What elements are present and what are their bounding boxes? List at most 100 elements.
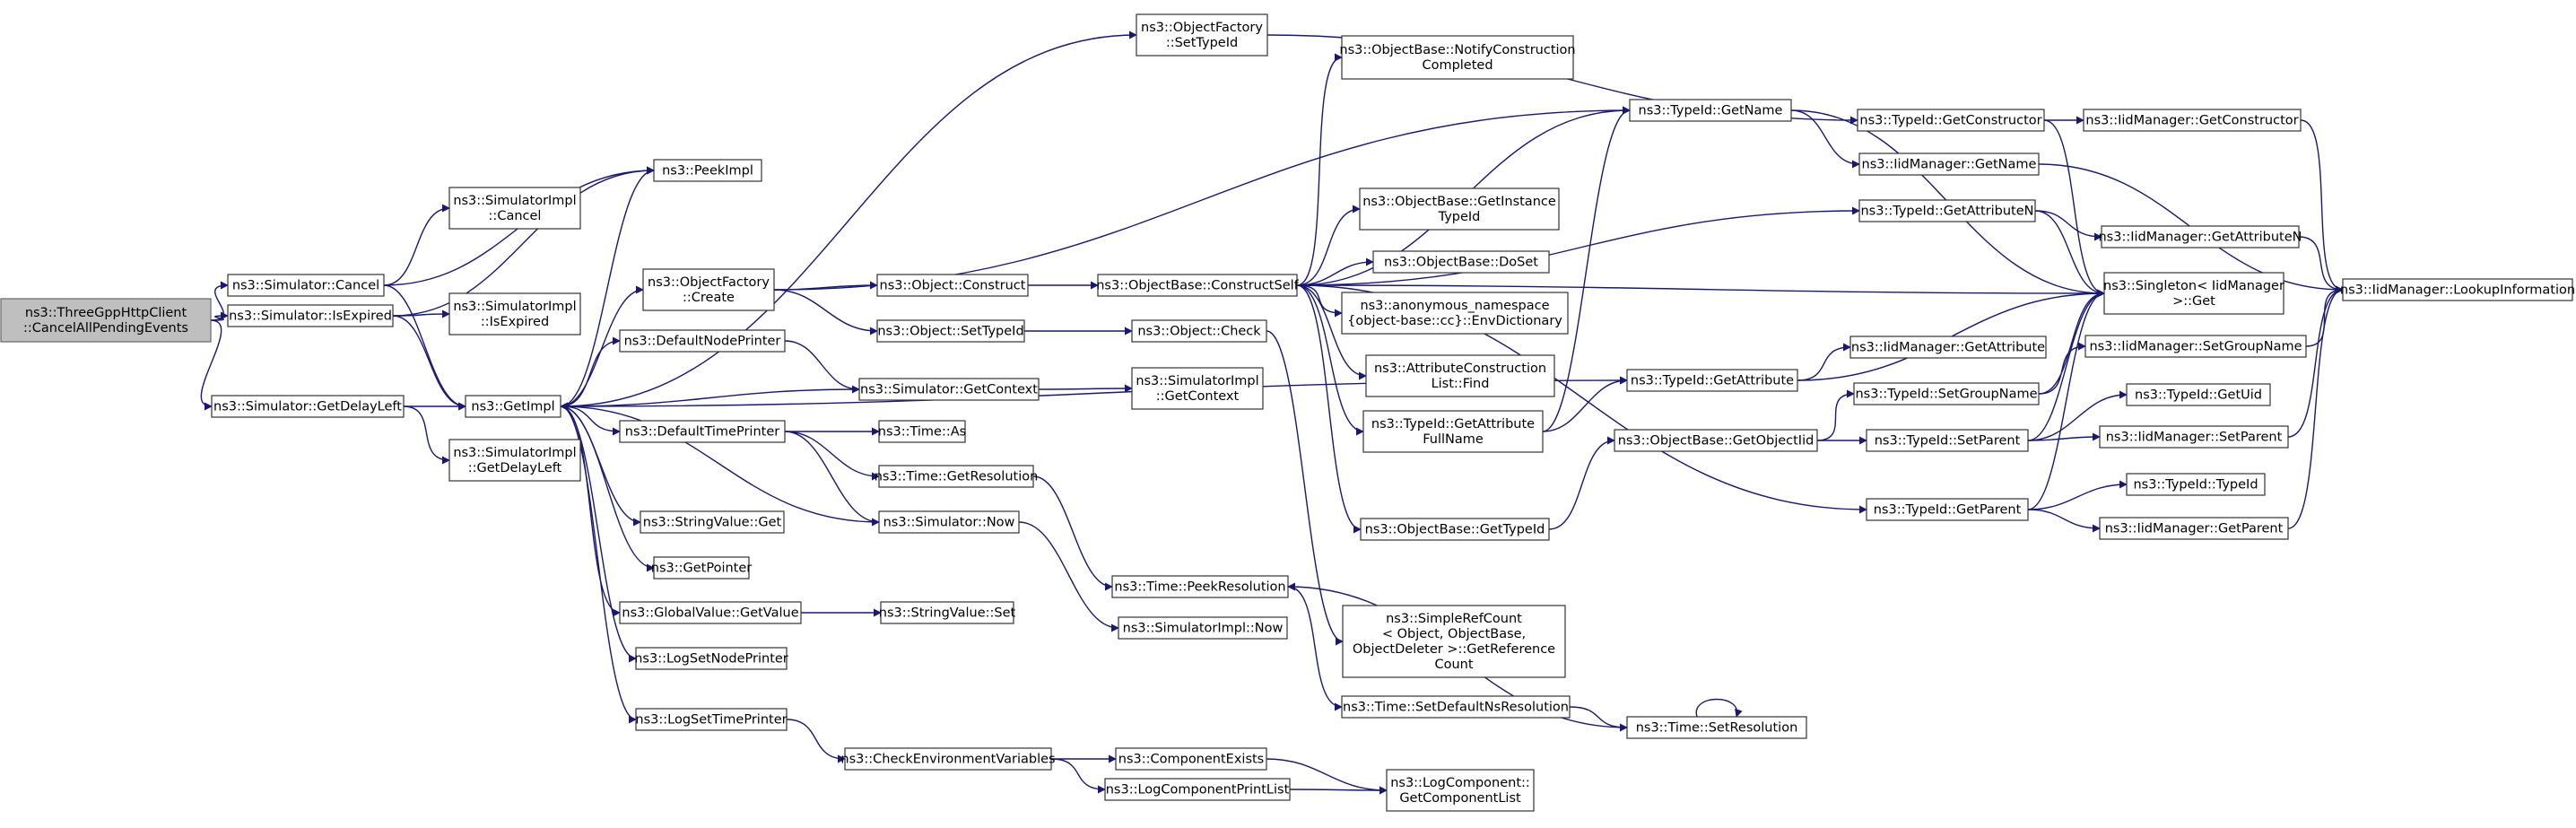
- node-strValGet[interactable]: ns3::StringValue::Get: [640, 510, 785, 534]
- node-timePeekRes[interactable]: ns3::Time::PeekResolution: [1111, 575, 1289, 598]
- node-box: [1111, 575, 1289, 598]
- node-logSetNodePrinter[interactable]: ns3::LogSetNodePrinter: [634, 647, 788, 670]
- node-label: ns3::ThreeGppHttpClient: [25, 306, 187, 320]
- node-box: [642, 268, 775, 311]
- node-obConstructSelf[interactable]: ns3::ObjectBase::ConstructSelf: [1096, 274, 1300, 297]
- node-tidSetGroupName[interactable]: ns3::TypeId::SetGroupName: [1853, 382, 2040, 405]
- node-getPointer[interactable]: ns3::GetPointer: [651, 556, 753, 580]
- node-box: [1131, 319, 1267, 343]
- node-strValSet[interactable]: ns3::StringValue::Set: [879, 601, 1016, 624]
- edge-getImpl-to-defNodePrinter: [560, 336, 621, 407]
- node-peekImpl[interactable]: ns3::PeekImpl: [653, 159, 762, 182]
- edge-tidSetParent-to-tidGetUid: [2027, 390, 2128, 441]
- node-simNow[interactable]: ns3::Simulator::Now: [878, 510, 1020, 534]
- node-logCompGetList[interactable]: ns3::LogComponent::GetComponentList: [1386, 769, 1535, 812]
- node-iidLookupInfo[interactable]: ns3::IidManager::LookupInformation: [2340, 278, 2575, 301]
- node-anonEnvDict[interactable]: ns3::anonymous_namespace{object-base::cc…: [1341, 292, 1569, 335]
- node-box: [876, 319, 1025, 343]
- node-obGetTypeId[interactable]: ns3::ObjectBase::GetTypeId: [1360, 518, 1550, 541]
- node-simImplIsExpired[interactable]: ns3::SimulatorImpl::IsExpired: [448, 292, 581, 336]
- node-tidGetName[interactable]: ns3::TypeId::GetName: [1629, 99, 1792, 122]
- node-simGetContext[interactable]: ns3::Simulator::GetContext: [858, 378, 1040, 401]
- edge-logCompPrintList-to-logCompGetList: [1289, 786, 1388, 795]
- node-defTimePrinter[interactable]: ns3::DefaultTimePrinter: [619, 420, 786, 443]
- node-label: ns3::IidManager::SetParent: [2106, 431, 2283, 445]
- node-tidGetUid[interactable]: ns3::TypeId::GetUid: [2126, 383, 2271, 406]
- node-iidSetParent[interactable]: ns3::IidManager::SetParent: [2099, 425, 2289, 449]
- node-obGetObjectIid[interactable]: ns3::ObjectBase::GetObjectIid: [1614, 429, 1818, 452]
- node-label: ns3::Object::Check: [1137, 325, 1261, 339]
- node-timeSetRes[interactable]: ns3::Time::SetResolution: [1626, 716, 1807, 739]
- node-box: [465, 395, 561, 418]
- node-iidGetAttribute[interactable]: ns3::IidManager::GetAttribute: [1849, 336, 2047, 359]
- node-logCompPrintList[interactable]: ns3::LogComponentPrintList: [1104, 778, 1291, 801]
- node-objConstruct[interactable]: ns3::Object::Construct: [876, 274, 1029, 297]
- edge-tidGetAttributeN-to-singletonGet: [2034, 210, 2105, 298]
- node-objCheck[interactable]: ns3::Object::Check: [1131, 319, 1267, 343]
- node-box: [1104, 778, 1291, 801]
- node-label: ns3::TypeId::GetAttribute: [1371, 417, 1535, 431]
- edge-compExists-to-logCompGetList: [1266, 758, 1388, 795]
- node-simImplNow[interactable]: ns3::SimulatorImpl::Now: [1118, 616, 1288, 640]
- node-label: < Object, ObjectBase,: [1382, 627, 1526, 641]
- node-box: [653, 159, 762, 182]
- node-simImplGetContext[interactable]: ns3::SimulatorImpl::GetContext: [1131, 367, 1264, 410]
- node-tidGetAttributeN[interactable]: ns3::TypeId::GetAttributeN: [1858, 199, 2036, 222]
- edge-root-to-simIsExpired: [210, 311, 229, 321]
- node-checkEnvVars[interactable]: ns3::CheckEnvironmentVariables: [840, 747, 1056, 771]
- node-box: [1626, 369, 1798, 392]
- node-simGetDelayLeft[interactable]: ns3::Simulator::GetDelayLeft: [211, 395, 405, 418]
- node-simImplGetDelayLeft[interactable]: ns3::SimulatorImpl::GetDelayLeft: [448, 439, 581, 482]
- node-box: [448, 187, 581, 230]
- node-tidSetParent[interactable]: ns3::TypeId::SetParent: [1866, 429, 2029, 452]
- node-box: [1362, 410, 1544, 453]
- node-iidGetParent[interactable]: ns3::IidManager::GetParent: [2099, 517, 2289, 540]
- node-tidGetParent[interactable]: ns3::TypeId::GetParent: [1866, 498, 2029, 521]
- node-singletonGet[interactable]: ns3::Singleton< IidManager>::Get: [2103, 272, 2284, 315]
- node-getImpl[interactable]: ns3::GetImpl: [465, 395, 561, 418]
- node-ofSetTypeId[interactable]: ns3::ObjectFactory::SetTypeId: [1136, 13, 1268, 57]
- node-simpleRefCount[interactable]: ns3::SimpleRefCount< Object, ObjectBase,…: [1342, 605, 1566, 678]
- edge-getImpl-to-ofCreate: [560, 285, 644, 407]
- edge-objCheck-to-simpleRefCount: [1266, 330, 1344, 646]
- edge-iidSetGroupName-to-iidLookupInfo: [2305, 285, 2344, 347]
- node-box: [1614, 429, 1818, 452]
- node-box: [448, 292, 581, 336]
- node-obNotifyConstr[interactable]: ns3::ObjectBase::NotifyConstructionCompl…: [1339, 35, 1576, 80]
- node-gvGetValue[interactable]: ns3::GlobalValue::GetValue: [619, 601, 802, 624]
- node-timeSetDefNsRes[interactable]: ns3::Time::SetDefaultNsResolution: [1341, 695, 1571, 719]
- edge-simGetContext-to-getImpl: [560, 388, 860, 411]
- node-iidSetGroupName[interactable]: ns3::IidManager::SetGroupName: [2084, 335, 2307, 358]
- node-compExists[interactable]: ns3::ComponentExists: [1115, 747, 1267, 771]
- node-defNodePrinter[interactable]: ns3::DefaultNodePrinter: [619, 329, 786, 353]
- node-label: ns3::SimulatorImpl::Now: [1123, 622, 1284, 636]
- node-simCancel[interactable]: ns3::Simulator::Cancel: [227, 274, 385, 297]
- node-timeGetRes[interactable]: ns3::Time::GetResolution: [875, 465, 1039, 488]
- node-ofCreate[interactable]: ns3::ObjectFactory::Create: [642, 268, 775, 311]
- node-simIsExpired[interactable]: ns3::Simulator::IsExpired: [227, 304, 394, 327]
- node-timeAs[interactable]: ns3::Time::As: [878, 420, 966, 443]
- node-tidTypeId[interactable]: ns3::TypeId::TypeId: [2126, 473, 2266, 496]
- node-label: ns3::Object::SetTypeId: [877, 325, 1023, 339]
- edge-timeGetRes-to-timePeekRes: [1032, 475, 1113, 591]
- node-label: ns3::ObjectBase::ConstructSelf: [1096, 279, 1299, 293]
- edge-defTimePrinter-to-simNow: [784, 431, 880, 527]
- node-iidGetName[interactable]: ns3::IidManager::GetName: [1858, 153, 2040, 176]
- node-box: [876, 274, 1029, 297]
- node-tidGetAttribute[interactable]: ns3::TypeId::GetAttribute: [1626, 369, 1798, 392]
- node-iidGetAttributeN[interactable]: ns3::IidManager::GetAttributeN: [2098, 225, 2302, 248]
- node-logSetTimePrinter[interactable]: ns3::LogSetTimePrinter: [635, 708, 788, 731]
- node-iidGetConstructor[interactable]: ns3::IidManager::GetConstructor: [2083, 109, 2302, 132]
- node-tidGetConstructor[interactable]: ns3::TypeId::GetConstructor: [1857, 109, 2045, 132]
- node-label: ns3::ComponentExists: [1118, 753, 1265, 767]
- node-simImplCancel[interactable]: ns3::SimulatorImpl::Cancel: [448, 187, 581, 230]
- node-box: [653, 556, 750, 580]
- node-root[interactable]: ns3::ThreeGppHttpClient::CancelAllPendin…: [0, 298, 212, 343]
- node-objSetTypeId[interactable]: ns3::Object::SetTypeId: [876, 319, 1025, 343]
- node-label: FullName: [1423, 432, 1484, 447]
- node-obDoSet[interactable]: ns3::ObjectBase::DoSet: [1372, 250, 1550, 274]
- node-label: ns3::AttributeConstruction: [1374, 362, 1546, 376]
